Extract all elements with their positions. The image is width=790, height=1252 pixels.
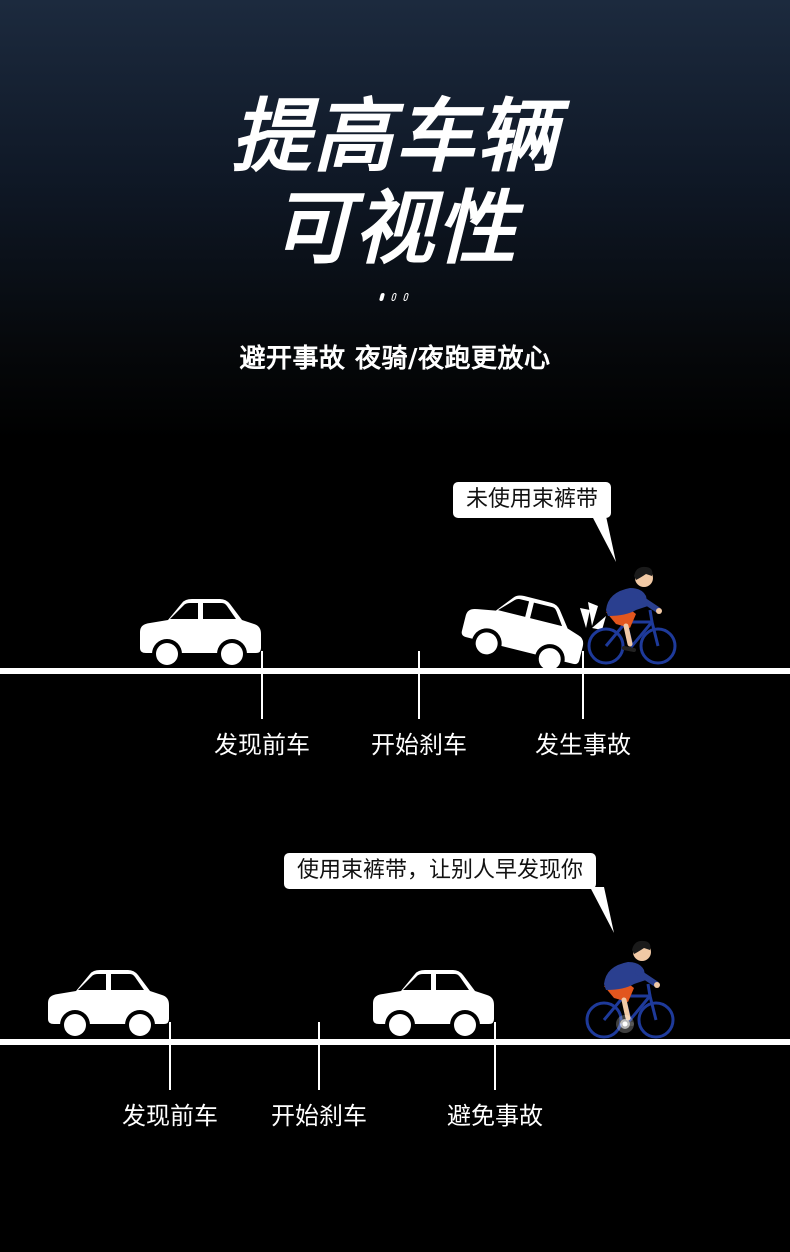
dot — [390, 293, 398, 301]
label-start-brake: 开始刹车 — [271, 1102, 367, 1130]
label-accident: 发生事故 — [535, 731, 631, 759]
label-spot-car: 发现前车 — [214, 731, 310, 759]
speech-bubble-without: 未使用束裤带 — [453, 482, 612, 518]
dot-active — [378, 293, 386, 301]
dot — [402, 293, 410, 301]
reflective-light-icon — [616, 1015, 634, 1033]
car-icon — [140, 599, 261, 669]
impact-burst-icon — [580, 602, 606, 630]
label-avoid-accident: 避免事故 — [447, 1102, 543, 1130]
speech-bubble-text: 使用束裤带，让别人早发现你 — [297, 858, 584, 883]
cyclist-icon — [587, 566, 677, 665]
title-line-1: 提高车辆 — [231, 90, 559, 183]
title-line-2: 可视性 — [272, 182, 518, 275]
marker-tick — [582, 651, 584, 719]
car-icon-braking — [461, 595, 584, 675]
car-icon — [373, 970, 494, 1040]
marker-tick — [169, 1022, 171, 1090]
marker-tick — [318, 1022, 320, 1090]
subtitle: 避开事故 夜骑/夜跑更放心 — [239, 344, 551, 374]
road-line — [0, 1039, 790, 1045]
speech-bubble-text: 未使用束裤带 — [466, 487, 599, 512]
speech-bubble-tail — [590, 887, 614, 933]
label-spot-car: 发现前车 — [122, 1102, 218, 1130]
speech-bubble-tail — [592, 516, 616, 562]
marker-tick — [261, 651, 263, 719]
label-start-brake: 开始刹车 — [371, 731, 467, 759]
marker-tick — [494, 1022, 496, 1090]
car-icon — [48, 970, 169, 1040]
page-dots-indicator — [378, 293, 418, 303]
speech-bubble-with: 使用束裤带，让别人早发现你 — [284, 853, 597, 889]
road-line — [0, 668, 790, 674]
cyclist-icon — [585, 940, 675, 1039]
marker-tick — [418, 651, 420, 719]
